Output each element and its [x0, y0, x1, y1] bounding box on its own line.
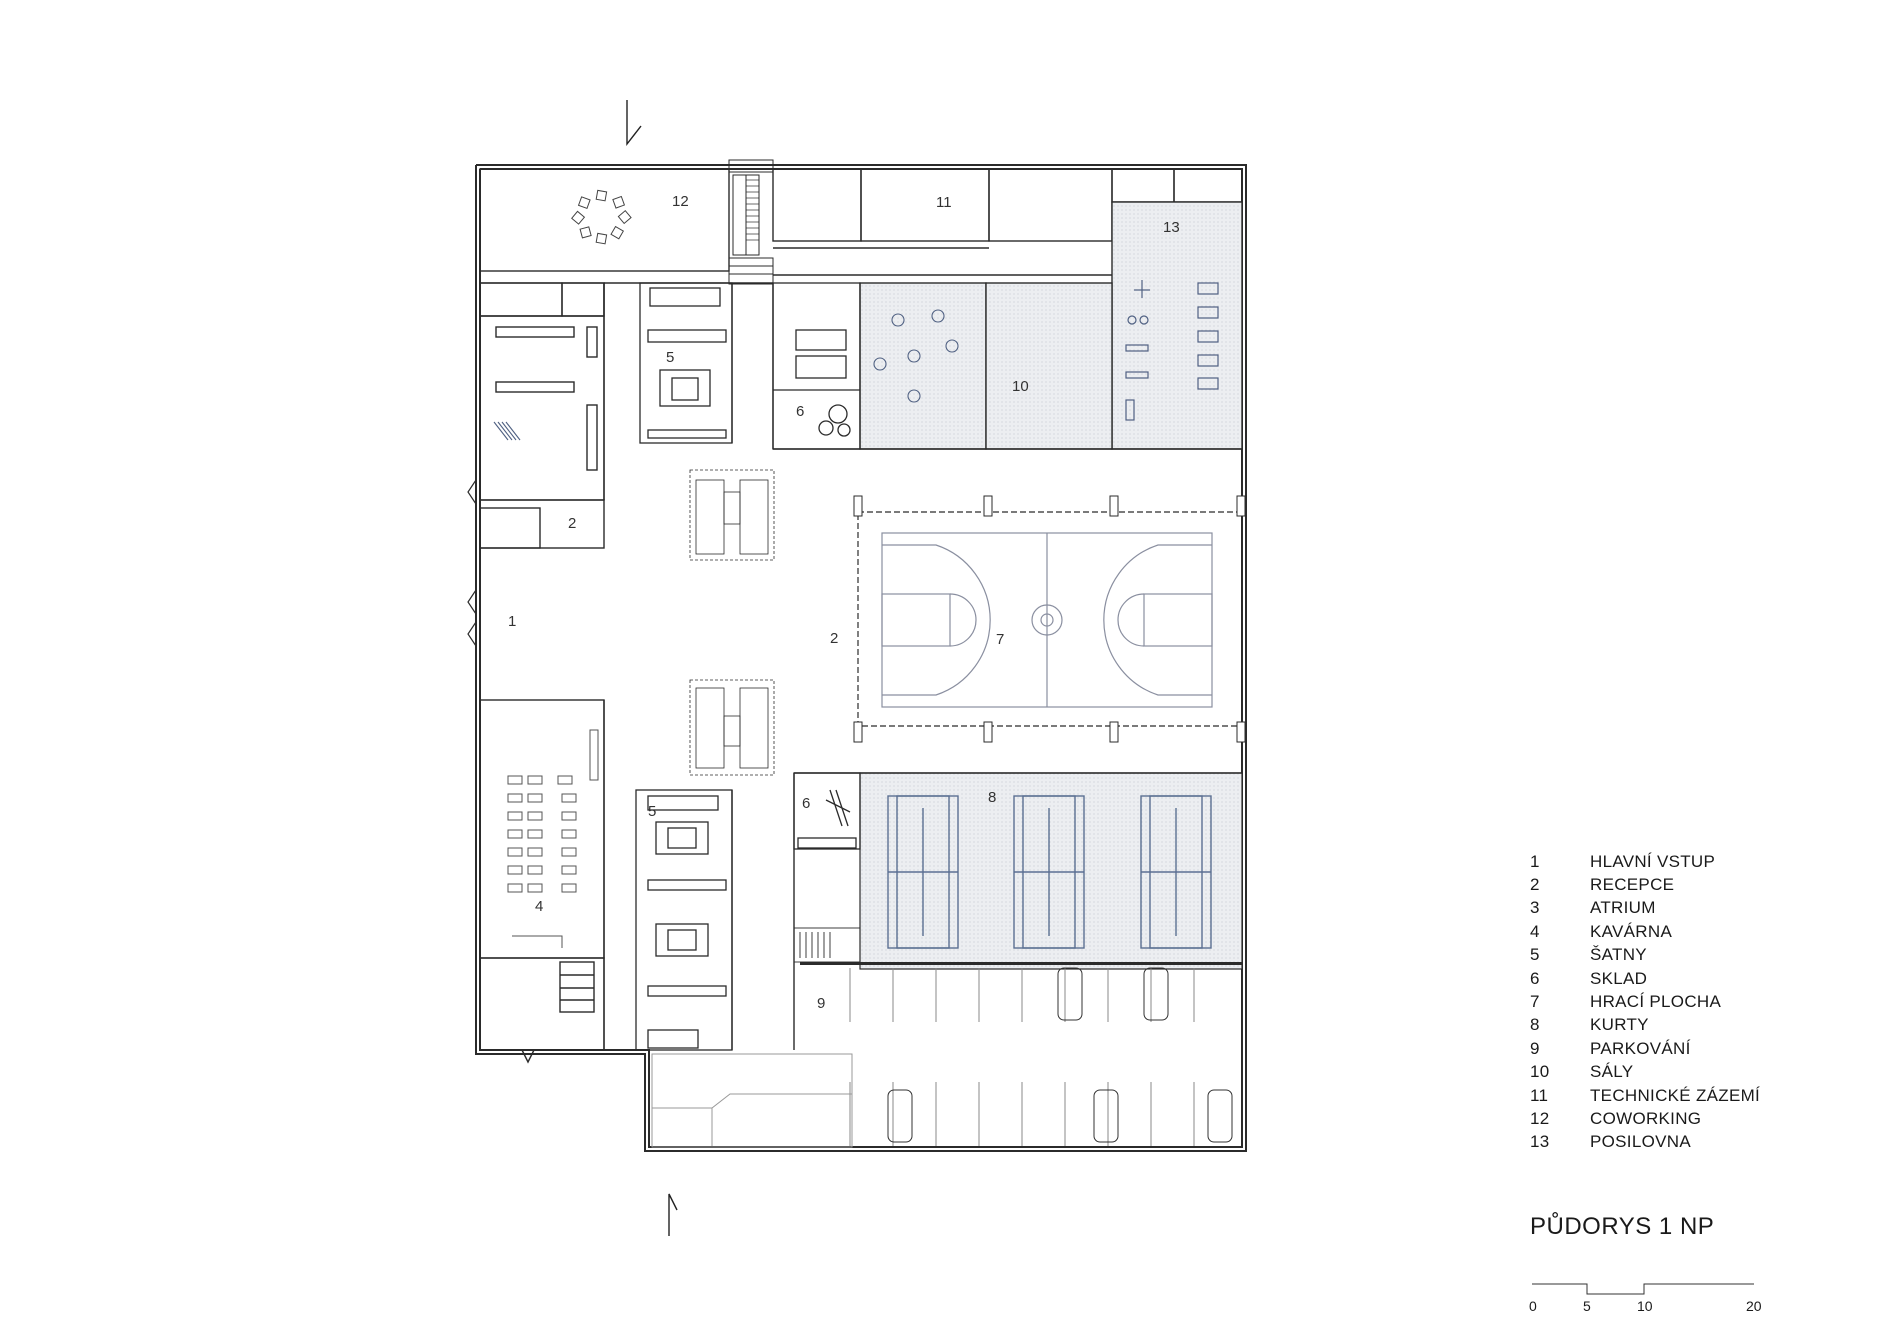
legend-number: 13: [1530, 1132, 1550, 1152]
legend-number: 10: [1530, 1062, 1550, 1082]
room-label-8: 8: [988, 789, 996, 806]
left-upper-room: [479, 282, 605, 501]
legend-item: 13 POSILOVNA: [1530, 1131, 1760, 1154]
gym-room: 13: [1111, 201, 1243, 450]
atrium-stairs-top: [689, 469, 775, 561]
room-label-5-bottom: 5: [648, 803, 656, 820]
changing-rooms-bottom: [635, 789, 733, 1051]
ramp: [651, 1053, 853, 1148]
scale-label-5: 5: [1583, 1298, 1591, 1314]
legend-number: 8: [1530, 1015, 1540, 1035]
legend-item: 4 KAVÁRNA: [1530, 920, 1760, 943]
circle-of-chairs: [571, 189, 632, 245]
room-label-1: 1: [508, 613, 516, 630]
section-marker-bottom: [668, 1193, 678, 1236]
room-label-12: 12: [672, 193, 689, 210]
plan-title: PŮDORYS 1 NP: [1530, 1213, 1715, 1240]
legend-number: 9: [1530, 1038, 1540, 1058]
bottom-left-rooms: [479, 957, 605, 1064]
legend-number: 3: [1530, 898, 1540, 918]
room-label-5-top: 5: [666, 349, 674, 366]
legend-item: 5 ŠATNY: [1530, 944, 1760, 967]
legend-item: 6 SKLAD: [1530, 967, 1760, 990]
room-label-2: 2: [568, 515, 576, 532]
room-label-6-bottom: 6: [802, 795, 810, 812]
changing-rooms-top: [639, 282, 733, 444]
reception-room: [479, 499, 605, 549]
room-label-10: 10: [1012, 378, 1029, 395]
parked-cars: [887, 967, 1233, 1143]
legend-label: HRACÍ PLOCHA: [1590, 992, 1722, 1012]
stair-top: [728, 159, 774, 285]
scale-bar: [1532, 1283, 1754, 1295]
legend-number: 7: [1530, 992, 1540, 1012]
legend-label: COWORKING: [1590, 1108, 1702, 1128]
legend-item: 10 SÁLY: [1530, 1061, 1760, 1084]
legend-item: 7 HRACÍ PLOCHA: [1530, 990, 1760, 1013]
legend-label: TECHNICKÉ ZÁZEMÍ: [1590, 1085, 1761, 1105]
legend-label: RECEPCE: [1590, 875, 1675, 895]
legend-label: KURTY: [1590, 1015, 1649, 1035]
legend-number: 4: [1530, 921, 1540, 941]
legend-label: SKLAD: [1590, 968, 1648, 988]
legend-label: ATRIUM: [1590, 898, 1656, 918]
scale-label-0: 0: [1529, 1298, 1537, 1314]
exercise-balls: [873, 309, 959, 403]
halls: 10: [859, 282, 1113, 450]
room-label-2-atrium: 2: [830, 630, 838, 647]
section-marker-top: [626, 100, 642, 147]
scale-label-10: 10: [1637, 1298, 1653, 1314]
storage-top: [772, 282, 861, 450]
legend-item: 2 RECEPCE: [1530, 873, 1760, 896]
room-label-6-top: 6: [796, 403, 804, 420]
stair-bottom: [793, 927, 861, 963]
room-label-9: 9: [817, 995, 825, 1012]
legend-label: HLAVNÍ VSTUP: [1590, 851, 1716, 871]
legend-item: 8 KURTY: [1530, 1014, 1760, 1037]
legend-label: SÁLY: [1590, 1062, 1634, 1082]
tennis-courts: 8: [859, 772, 1243, 970]
cafe-tables: [507, 729, 599, 948]
legend-item: 9 PARKOVÁNÍ: [1530, 1037, 1760, 1060]
columns: [853, 495, 1246, 743]
legend-label: ŠATNY: [1590, 945, 1647, 965]
coworking-room: 12: [479, 168, 730, 272]
room-label-13: 13: [1163, 219, 1180, 236]
legend-number: 11: [1530, 1085, 1549, 1105]
room-label-11: 11: [936, 194, 952, 211]
storage-bottom: [793, 772, 861, 850]
room-label-4: 4: [535, 898, 543, 915]
legend-label: POSILOVNA: [1590, 1132, 1691, 1152]
court-lines: [881, 532, 1213, 708]
legend-number: 2: [1530, 875, 1540, 895]
scale-label-20: 20: [1746, 1298, 1762, 1314]
atrium-stairs-bottom: [689, 679, 775, 776]
parking: 9: [651, 962, 1242, 1148]
legend-number: 12: [1530, 1108, 1550, 1128]
legend-label: KAVÁRNA: [1590, 921, 1673, 941]
interior-walls: [603, 282, 1242, 1050]
main-court: 7: [857, 511, 1243, 727]
cafe-room: 4: [479, 699, 605, 959]
legend-number: 1: [1530, 851, 1540, 871]
legend-item: 1 HLAVNÍ VSTUP: [1530, 850, 1760, 873]
entrance-doors: [467, 479, 477, 647]
legend-label: PARKOVÁNÍ: [1590, 1038, 1691, 1058]
legend-item: 3 ATRIUM: [1530, 897, 1760, 920]
room-label-7: 7: [996, 631, 1004, 648]
legend-number: 6: [1530, 968, 1540, 988]
legend-item: 11 TECHNICKÉ ZÁZEMÍ: [1530, 1084, 1760, 1107]
gym-equipment: [1125, 280, 1219, 421]
legend-number: 5: [1530, 945, 1540, 965]
legend-item: 12 COWORKING: [1530, 1107, 1760, 1130]
